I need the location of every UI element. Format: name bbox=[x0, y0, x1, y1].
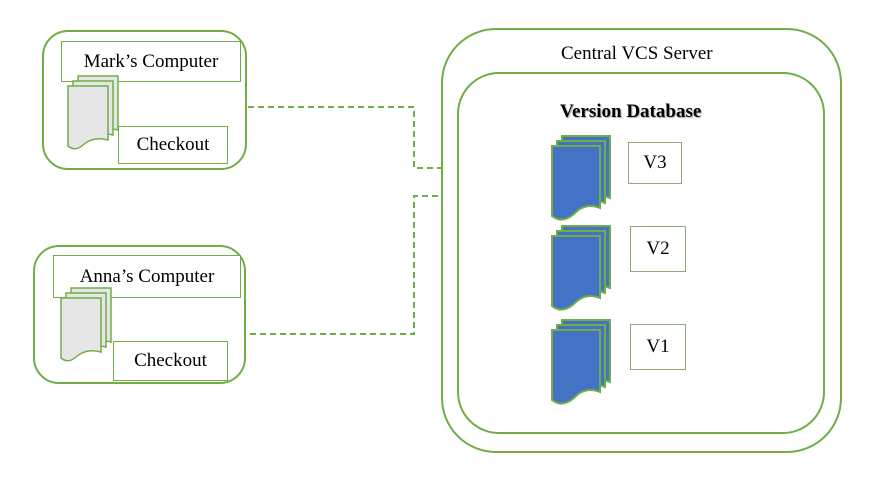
server-title: Central VCS Server bbox=[561, 43, 713, 64]
version-label-v1: V1 bbox=[630, 324, 686, 370]
client-title-mark: Mark’s Computer bbox=[61, 41, 241, 82]
checkout-label-mark: Checkout bbox=[118, 126, 228, 164]
local-document-icon-anna bbox=[60, 287, 112, 362]
version-label-v3: V3 bbox=[628, 142, 682, 184]
version-database-title: Version Database bbox=[560, 101, 702, 122]
version-document-icon-v2 bbox=[551, 225, 611, 311]
local-document-icon-mark bbox=[67, 75, 119, 150]
version-label-v2: V2 bbox=[630, 226, 686, 272]
version-document-icon-v3 bbox=[551, 135, 611, 221]
version-document-icon-v1 bbox=[551, 319, 611, 405]
checkout-label-anna: Checkout bbox=[113, 341, 228, 381]
version-database bbox=[457, 72, 825, 434]
